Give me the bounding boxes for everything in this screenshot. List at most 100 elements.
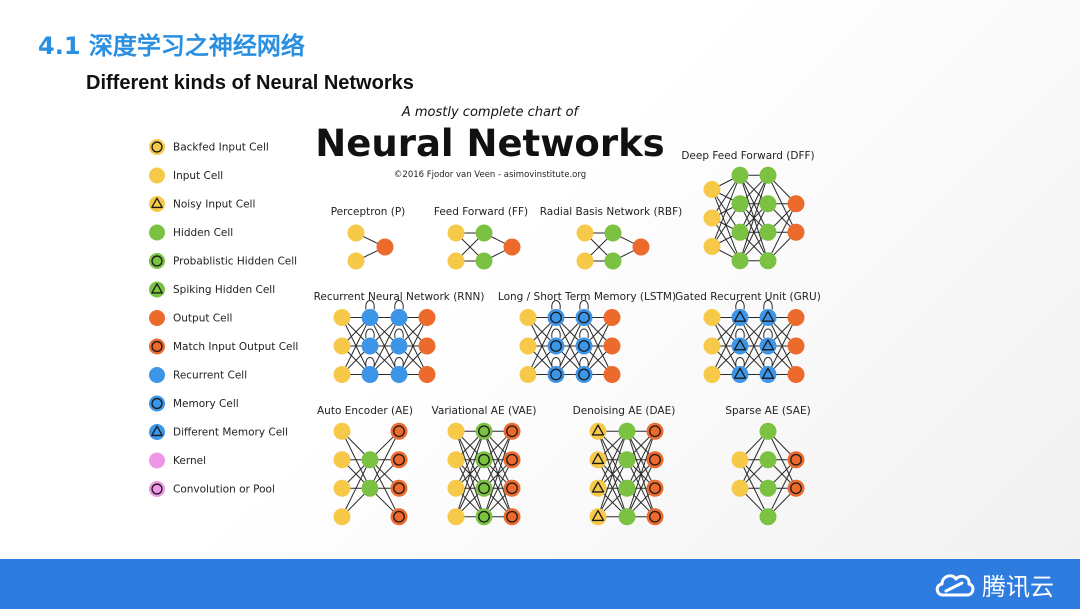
network-cell	[589, 451, 607, 469]
legend-item: Noisy Input Cell	[149, 196, 255, 212]
network-cell	[390, 337, 408, 355]
network-cell	[333, 451, 351, 469]
network-edges	[527, 317, 613, 375]
network-cell	[347, 252, 365, 270]
network-edges	[597, 430, 656, 518]
network-cell	[787, 223, 805, 241]
network-cell	[418, 309, 436, 326]
network-cell	[759, 451, 777, 469]
network-cell	[333, 366, 351, 383]
legend-label: Kernel	[173, 455, 206, 467]
network-cell	[475, 252, 493, 270]
network-diagram: Deep Feed Forward (DFF)	[681, 150, 815, 270]
network-title: Sparse AE (SAE)	[725, 405, 810, 417]
footer-bar: 腾讯云	[0, 559, 1080, 609]
brand-name: 腾讯云	[982, 572, 1054, 601]
legend-label: Hidden Cell	[173, 227, 233, 239]
network-cell	[759, 366, 777, 383]
network-cell	[519, 337, 537, 355]
network-cell	[589, 422, 607, 440]
network-cell	[703, 309, 721, 326]
network-cell	[361, 451, 379, 469]
network-title: Radial Basis Network (RBF)	[540, 206, 683, 218]
network-cell	[361, 479, 379, 497]
network-cell	[519, 309, 537, 326]
network-cell	[390, 309, 408, 326]
connection	[767, 459, 797, 517]
network-cell	[703, 181, 721, 198]
network-cell	[418, 366, 436, 383]
network-cell	[731, 337, 749, 355]
recurrent-loop	[394, 328, 404, 339]
network-cell	[759, 479, 777, 497]
network-cell	[703, 209, 721, 227]
network-cell	[646, 451, 664, 469]
network-cell	[759, 508, 777, 526]
recurrent-loop	[735, 300, 745, 310]
network-cell	[787, 479, 805, 497]
network-cell	[575, 366, 593, 383]
network-cell	[759, 337, 777, 355]
network-cell	[618, 422, 636, 440]
connection	[739, 175, 769, 261]
network-cell	[333, 479, 351, 497]
network-cell	[787, 309, 805, 326]
network-cell	[390, 366, 408, 383]
connection	[597, 459, 628, 517]
network-cell	[519, 366, 537, 383]
connection	[626, 431, 656, 517]
network-cell	[731, 451, 749, 469]
network-diagram: Perceptron (P)	[331, 206, 405, 270]
network-cell	[418, 337, 436, 355]
legend-item: Hidden Cell	[149, 224, 233, 241]
legend-cell-icon	[149, 424, 165, 440]
recurrent-loop	[365, 328, 375, 339]
network-cell	[632, 238, 650, 256]
network-title: Long / Short Term Memory (LSTM)	[498, 291, 676, 303]
network-cell	[503, 238, 521, 256]
legend-cell-icon	[149, 167, 165, 184]
network-title: Variational AE (VAE)	[432, 405, 537, 417]
network-cell	[703, 366, 721, 383]
legend-label: Backfed Input Cell	[173, 142, 269, 154]
network-cell	[646, 422, 664, 440]
recurrent-loop	[763, 300, 773, 310]
legend-item: Spiking Hidden Cell	[149, 281, 275, 298]
slide-title: 4.1 深度学习之神经网络	[38, 32, 305, 60]
network-cell	[787, 451, 805, 469]
network-cell	[333, 508, 351, 526]
recurrent-loop	[551, 300, 561, 310]
network-diagram: Sparse AE (SAE)	[725, 405, 811, 526]
recurrent-loop	[579, 328, 589, 339]
network-cell	[576, 252, 594, 270]
connection	[483, 459, 513, 517]
legend-cell-icon	[149, 253, 165, 269]
network-cell	[361, 337, 379, 355]
connection	[711, 203, 741, 247]
chart-credit: ©2016 Fjodor van Veen - asimovinstitute.…	[394, 170, 586, 180]
network-cell	[576, 224, 594, 242]
connection	[626, 431, 656, 489]
legend-item: Convolution or Pool	[149, 481, 275, 497]
network-edges	[739, 430, 797, 518]
network-diagram: Feed Forward (FF)	[434, 206, 528, 270]
connection	[711, 175, 741, 247]
network-cell	[447, 422, 465, 440]
legend-label: Input Cell	[173, 170, 223, 182]
network-cell	[547, 366, 565, 383]
network-cell	[618, 508, 636, 526]
legend-item: Match Input Output Cell	[149, 338, 298, 355]
network-title: Auto Encoder (AE)	[317, 405, 413, 417]
legend-label: Noisy Input Cell	[173, 199, 255, 211]
legend-cell-icon	[149, 481, 165, 497]
network-diagram: Radial Basis Network (RBF)	[540, 206, 683, 270]
recurrent-loop	[735, 328, 745, 339]
cloud-icon	[935, 574, 975, 597]
network-cell	[503, 479, 521, 497]
legend-label: Match Input Output Cell	[173, 341, 298, 353]
connection	[711, 317, 741, 375]
network-edges	[455, 430, 513, 518]
network-cell	[759, 309, 777, 326]
connection	[369, 317, 400, 375]
